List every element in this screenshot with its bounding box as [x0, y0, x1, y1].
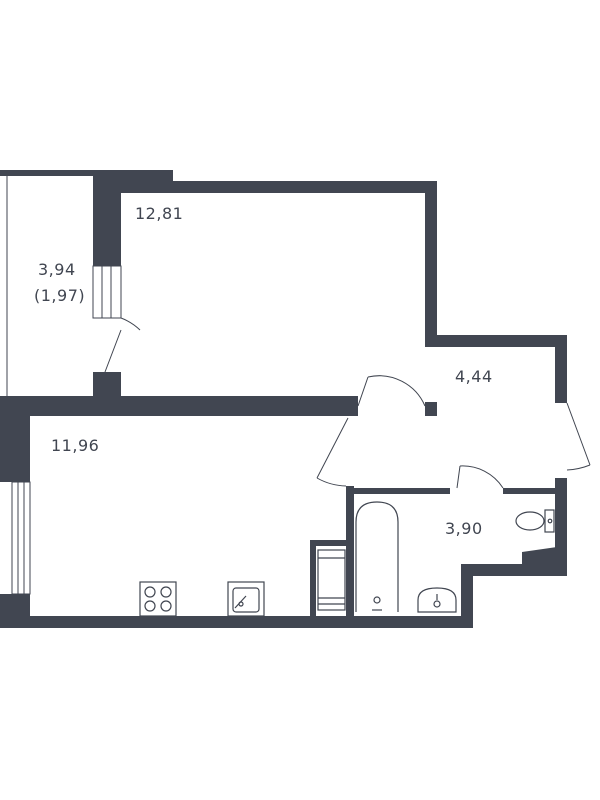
kitchen-sink-icon — [227, 581, 265, 617]
room-area-bathroom: 3,90 — [445, 519, 483, 538]
door-kitchen — [316, 417, 349, 487]
wall-hallway-top — [425, 335, 567, 347]
wall-wm-niche-left — [310, 540, 316, 620]
wall-toilet-partition — [522, 547, 557, 566]
wall-bedroom-right — [425, 181, 437, 336]
kitchen-window — [11, 481, 31, 595]
toilet-icon — [515, 509, 555, 533]
wall-bath-left — [346, 486, 354, 618]
wall-bedroom-left — [93, 170, 121, 266]
doors — [104, 317, 591, 489]
wall-right-lower — [555, 478, 567, 576]
walls — [0, 170, 567, 628]
room-reduced-area-loggia: (1,97) — [34, 286, 86, 305]
fixtures — [139, 501, 555, 617]
door-bedroom — [357, 375, 426, 407]
bedroom-window — [92, 265, 122, 319]
windows — [6, 176, 122, 595]
wall-bath-step-right — [461, 564, 473, 628]
stove-icon — [139, 581, 177, 617]
room-area-hallway: 4,44 — [455, 367, 493, 386]
washing-machine-icon — [317, 549, 346, 611]
room-area-loggia: 3,94 — [38, 260, 76, 279]
wall-middle — [0, 396, 358, 416]
washbasin-icon — [417, 587, 457, 613]
door-bathroom — [456, 465, 504, 489]
wall-loggia-top — [0, 170, 93, 176]
wall-kitchen-left-top — [0, 396, 30, 482]
wall-top-right — [93, 181, 437, 193]
door-entrance — [566, 402, 591, 471]
wall-bath-top-right — [503, 488, 567, 494]
room-area-kitchen-living: 11,96 — [51, 436, 100, 455]
wall-bottom — [0, 616, 473, 628]
wall-bedroom-right-lower — [425, 402, 437, 416]
wall-bath-top-left — [346, 488, 450, 494]
wall-wm-niche-top — [310, 540, 350, 546]
bathtub-icon — [355, 501, 399, 612]
door-loggia — [104, 317, 141, 373]
wall-bath-step-top — [461, 564, 567, 576]
room-area-bedroom: 12,81 — [135, 204, 184, 223]
wall-hallway-right — [555, 335, 567, 403]
